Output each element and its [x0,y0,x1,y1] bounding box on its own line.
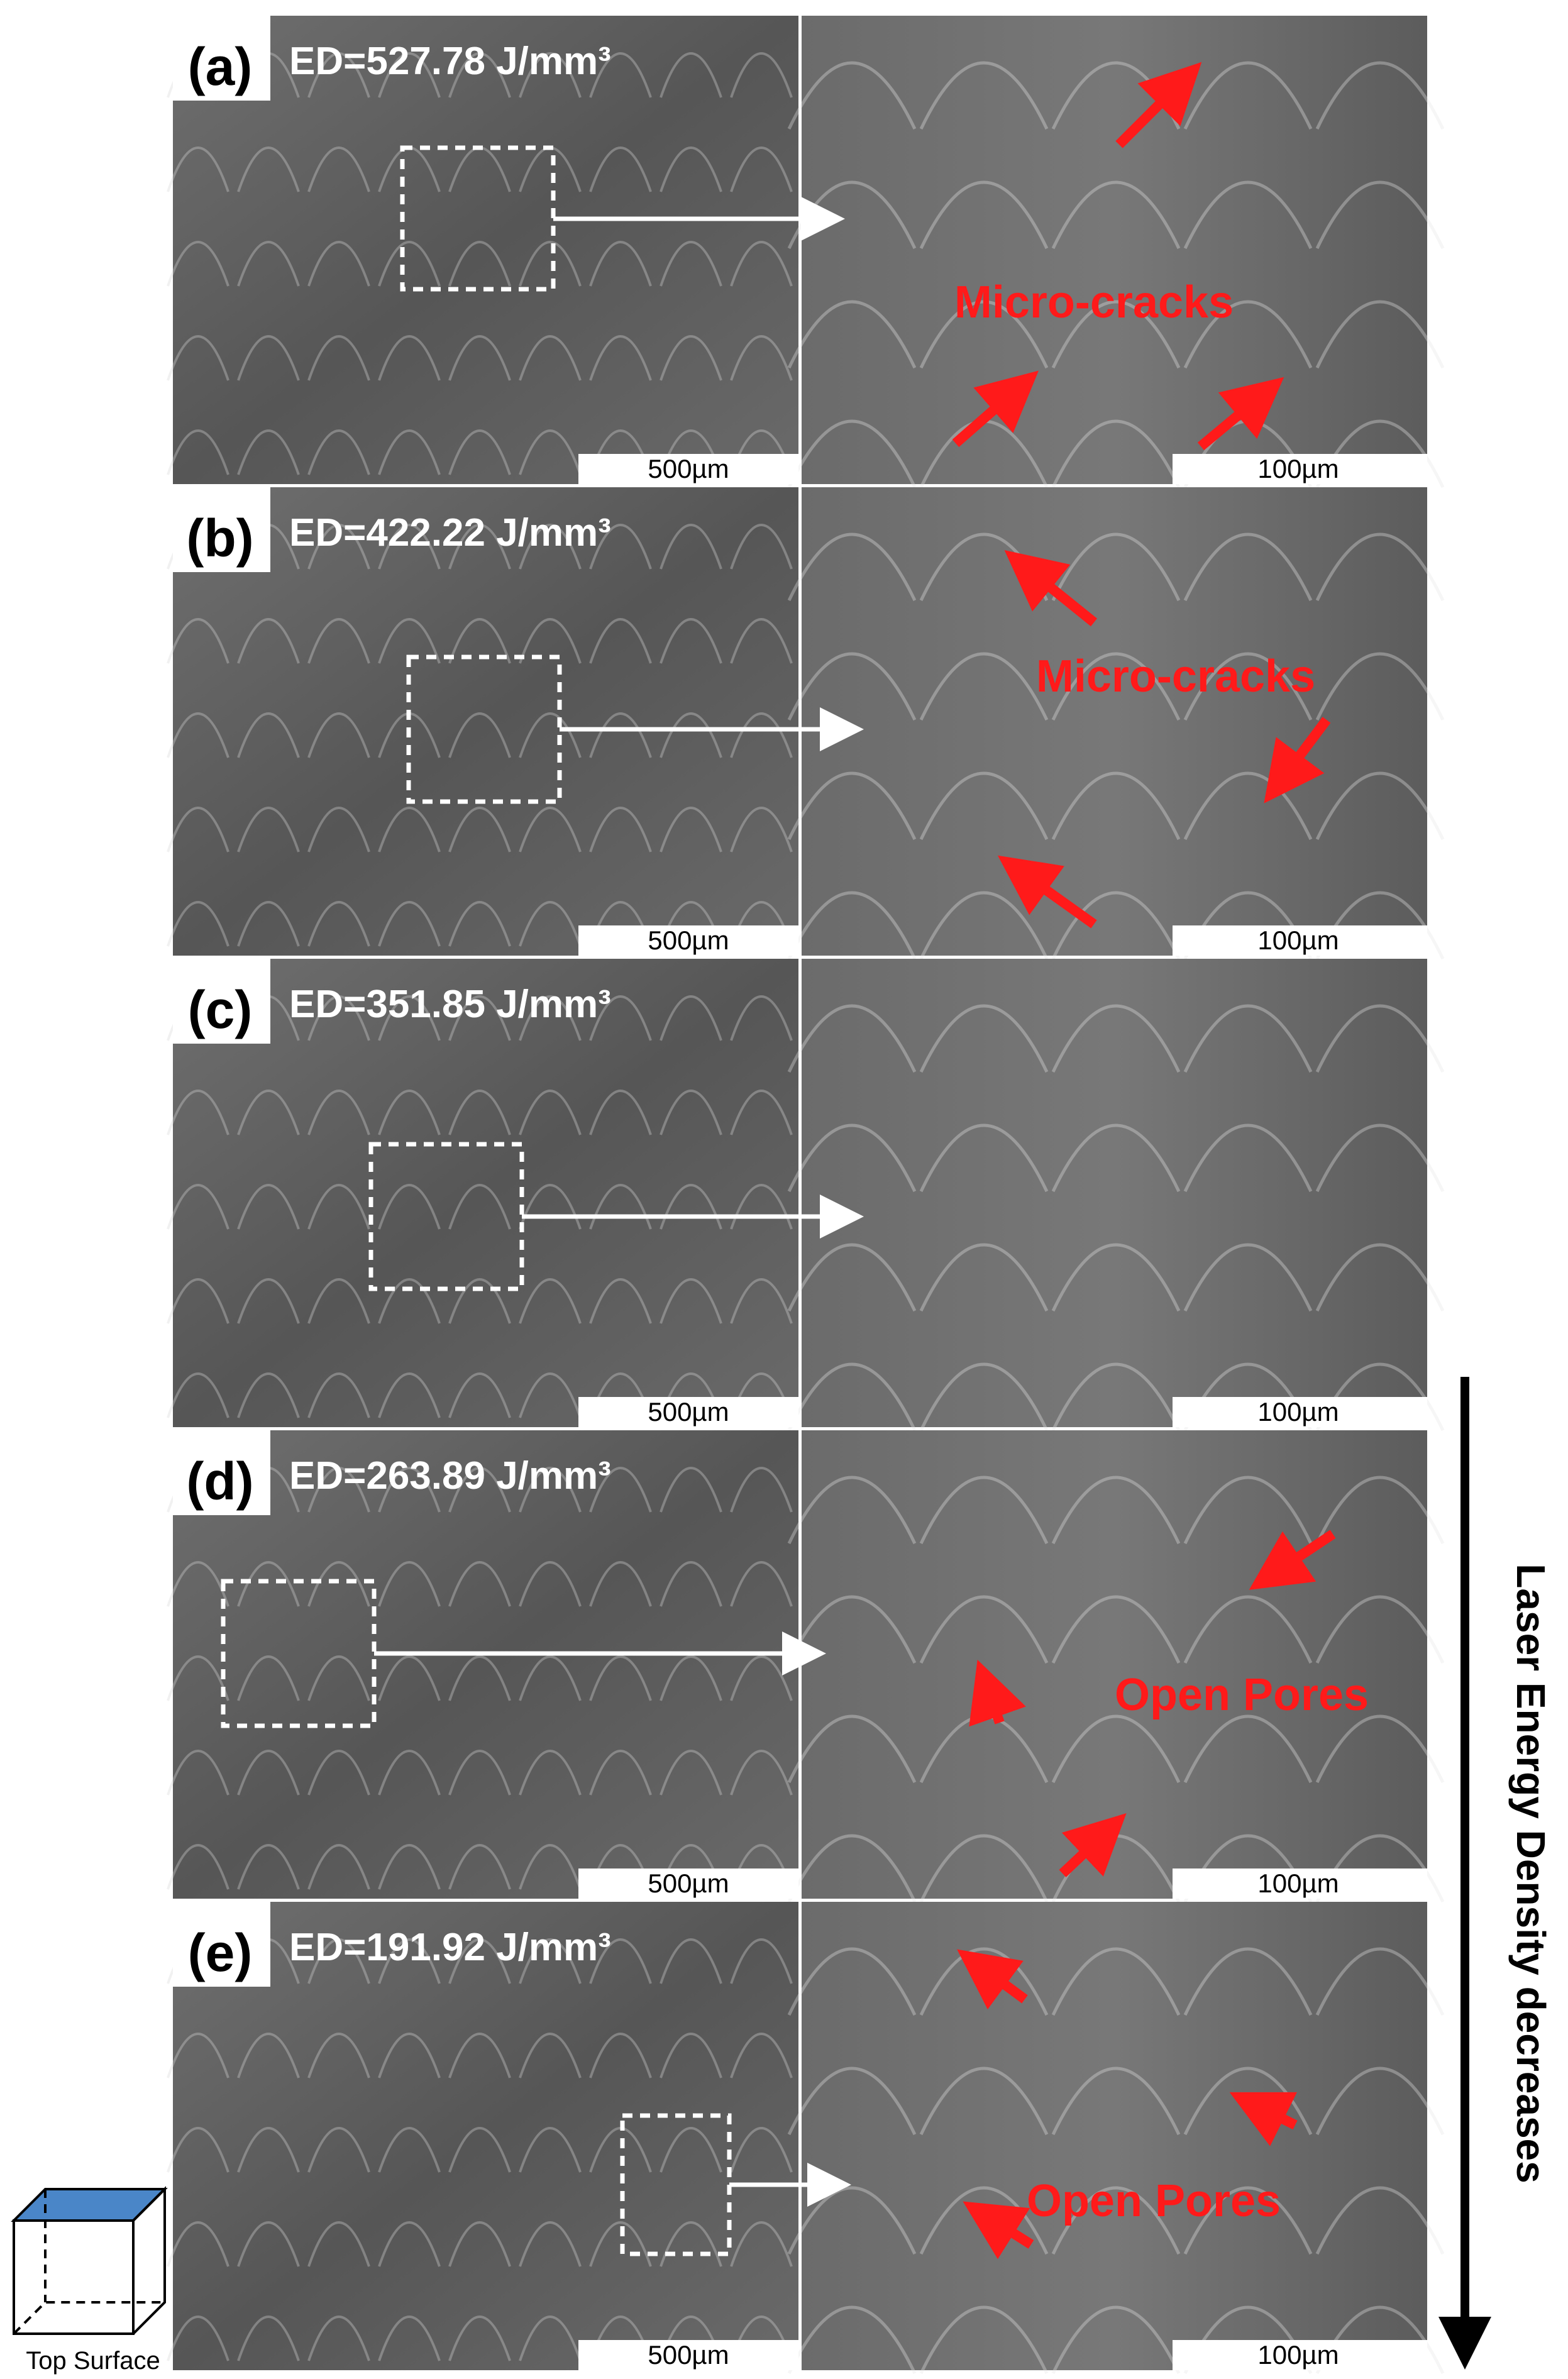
high-mag-micrograph [802,487,1427,956]
scale-label-low: 500µm [648,1868,729,1898]
panel-row-e: (e) ED=191.92 J/mm³ 500µm 100µm Open Pores [167,1902,1445,2375]
energy-density-label: ED=263.89 J/mm³ [289,1454,611,1498]
panel-label: (a) [188,37,253,96]
defect-annotation: Open Pores [1115,1670,1369,1720]
panel-label-box [173,1430,270,1515]
scale-label-low: 500µm [648,925,729,955]
scale-bar-high [1173,925,1427,956]
scale-label-high: 100µm [1257,454,1339,483]
defect-pointer-arrow [1249,1530,1336,1590]
scale-bar-high [1173,1397,1427,1427]
panel-label: (e) [188,1923,253,1982]
zoom-region-box [406,654,562,804]
scale-bar-high [1173,454,1427,484]
high-mag-micrograph [802,959,1427,1427]
scale-label-low: 500µm [648,454,729,483]
defect-pointer-arrow [1115,62,1202,148]
cube-top-face [11,2188,168,2222]
scale-bar-low [578,1397,798,1427]
melt-track-texture [167,995,1445,1432]
defect-pointer-arrow [1004,549,1098,627]
scale-label-high: 100µm [1257,1868,1339,1898]
zoom-region-box [368,1142,524,1291]
defect-annotation: Open Pores [1027,2176,1281,2226]
energy-density-label: ED=191.92 J/mm³ [289,1926,611,1969]
panel-row-d: (d) ED=263.89 J/mm³ 500µm 100µm Open Pores [167,1430,1445,1903]
scale-bar-high [1173,1868,1427,1899]
defect-pointer-arrow [952,370,1039,448]
panel-label-box [173,487,270,572]
panel-row-a: (a) ED=527.78 J/mm³ 500µm 100µm Micro-cracks [167,16,1445,488]
defect-pointer-arrow [1197,377,1284,451]
high-mag-micrograph [802,1902,1427,2370]
defect-pointer-arrow [963,2201,1034,2260]
defect-annotation: Micro-cracks [954,277,1234,328]
defect-pointer-arrow [1264,717,1331,803]
scale-label-high: 100µm [1257,2340,1339,2370]
scale-bar-low [578,454,798,484]
panel-row-b: (b) ED=422.22 J/mm³ 500µm 100µm Micro-cracks [167,487,1445,960]
inset-label: Top Surface [26,2347,160,2375]
low-mag-micrograph [173,16,798,484]
energy-density-label: ED=351.85 J/mm³ [289,983,611,1026]
low-mag-micrograph [173,487,798,956]
scale-label-low: 500µm [648,2340,729,2370]
defect-pointer-arrow [1059,1813,1127,1877]
zoom-region-box [221,1579,377,1728]
defect-pointer-arrow [969,1659,1026,1727]
scale-bar-high [1173,2340,1427,2370]
defect-pointer-arrow [957,1949,1028,2010]
panel-label: (c) [188,980,253,1039]
defect-pointer-arrow [997,855,1097,929]
scale-bar-low [578,925,798,956]
panel-label: (d) [186,1452,253,1511]
panel-label: (b) [186,509,253,568]
defect-annotation: Micro-cracks [1036,651,1315,702]
energy-density-label: ED=527.78 J/mm³ [289,40,611,83]
low-mag-micrograph [173,1902,798,2370]
side-label: Laser Energy Density decreases [1508,1564,1554,2183]
panel-label-box [173,16,270,101]
panel-label-box [173,1902,270,1987]
top-surface-cube-icon [11,2186,168,2335]
low-mag-micrograph [173,959,798,1427]
defect-pointer-arrow [1229,2092,1298,2146]
energy-density-label: ED=422.22 J/mm³ [289,511,611,555]
zoom-region-box [400,145,556,292]
scale-bar-low [578,1868,798,1899]
scale-bar-low [578,2340,798,2370]
scale-label-high: 100µm [1257,1397,1339,1427]
panel-label-box [173,959,270,1044]
panel-row-c: (c) ED=351.85 J/mm³ 500µm 100µm [167,959,1445,1432]
scale-label-high: 100µm [1257,925,1339,955]
high-mag-micrograph [802,16,1427,484]
scale-label-low: 500µm [648,1397,729,1427]
low-mag-micrograph [173,1430,798,1899]
